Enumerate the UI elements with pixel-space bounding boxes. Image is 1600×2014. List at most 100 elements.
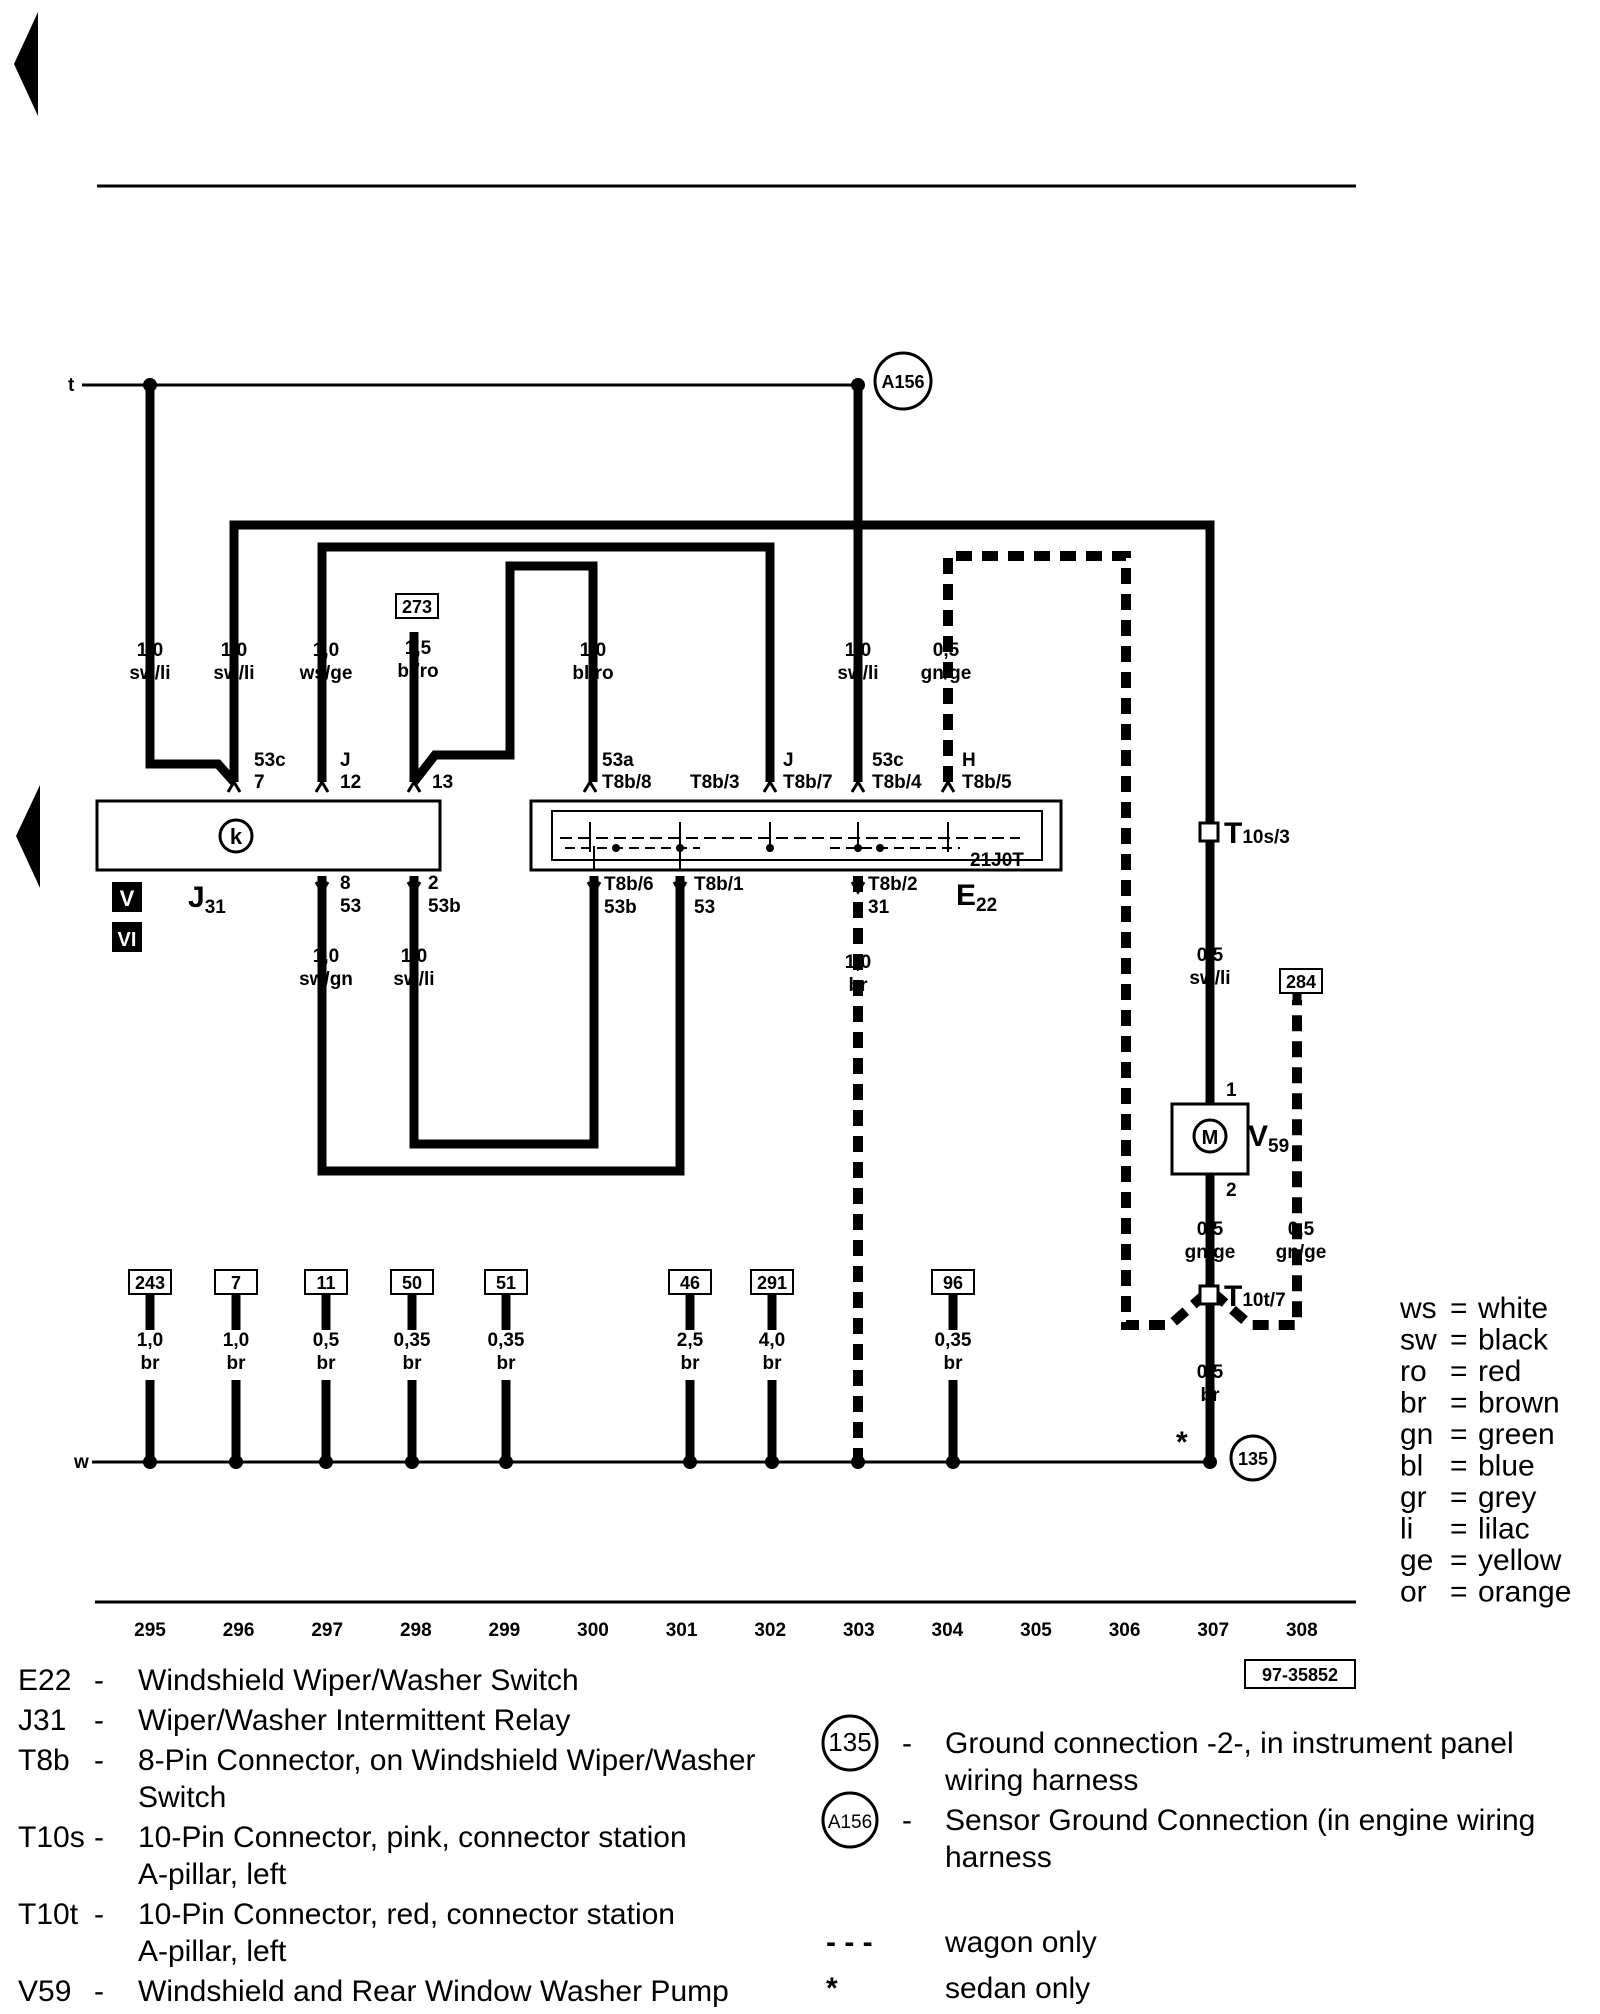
pump-pin-2: 2 xyxy=(1226,1180,1237,1201)
wire-color: ws/ge xyxy=(299,663,353,684)
column-number: 302 xyxy=(754,1620,786,1641)
legend-ground-circle xyxy=(821,1714,879,1772)
wire-size: 0,5 xyxy=(1197,1362,1224,1383)
motor-symbol: M xyxy=(1202,1127,1219,1149)
column-number: 305 xyxy=(1020,1620,1052,1641)
column-number: 304 xyxy=(932,1620,964,1641)
junction-dots xyxy=(143,378,1217,1469)
color-key-eq: = xyxy=(1450,1576,1468,1609)
switch-pin-label: T8b/1 xyxy=(694,874,744,895)
wire-relay-53c xyxy=(145,385,238,785)
color-key-abbr: gr xyxy=(1400,1481,1427,1514)
legend-dash: - xyxy=(94,1664,104,1697)
color-key-eq: = xyxy=(1450,1292,1468,1325)
wire-size: 0,5 xyxy=(1197,945,1224,966)
ref-box: 273 xyxy=(402,597,432,617)
legend-dash: - xyxy=(94,1975,104,2008)
column-number: 300 xyxy=(577,1620,609,1641)
ref-box-frame xyxy=(390,1269,434,1295)
legend-dash: - xyxy=(94,1898,104,1931)
legend-desc: Sensor Ground Connection (in engine wiri… xyxy=(945,1804,1535,1837)
wire-size: 0,35 xyxy=(488,1330,525,1351)
wire-size: 2,5 xyxy=(677,1330,704,1351)
ground-a156-circle xyxy=(873,351,933,411)
switch-pin-label: T8b/2 xyxy=(868,874,918,895)
switch-pin-label: 53c xyxy=(872,750,904,771)
wire-color: bl/ro xyxy=(572,663,613,684)
wire-size: 1,0 xyxy=(401,946,427,967)
switch-nodes xyxy=(612,844,884,852)
color-key-abbr: ws xyxy=(1399,1292,1437,1325)
color-key-name: lilac xyxy=(1478,1513,1530,1546)
previous-section-arrow-icon[interactable] xyxy=(16,785,40,888)
legend-desc: Wiper/Washer Intermittent Relay xyxy=(138,1704,570,1737)
color-key: ws=whitesw=blackro=redbr=browngn=greenbl… xyxy=(1399,1292,1571,1609)
wire-color: br xyxy=(227,1353,247,1374)
column-number: 298 xyxy=(400,1620,432,1641)
legend-note-symbol: - - - xyxy=(826,1926,873,1959)
connector-t10t-label: T10t/7 xyxy=(1224,1280,1286,1313)
wire-relay-13 xyxy=(410,561,598,785)
wire-color: br xyxy=(497,1353,517,1374)
connector-t10s-label: T10s/3 xyxy=(1224,817,1290,850)
previous-page-arrow-icon[interactable] xyxy=(14,12,38,116)
wire-color: sw/gn xyxy=(299,969,353,990)
legend-dash: - xyxy=(94,1744,104,1777)
relay-code: J31 xyxy=(188,881,226,918)
legend-dash: - xyxy=(902,1804,912,1837)
ref-box: 284 xyxy=(1286,972,1316,992)
relay-pin-label: 8 xyxy=(340,873,351,894)
legend-desc: A-pillar, left xyxy=(138,1935,287,1968)
switch-pin-label: T8b/3 xyxy=(690,772,740,793)
wire-color: sw/li xyxy=(213,663,254,684)
junction-dot xyxy=(765,1455,779,1469)
switch-pin-label: T8b/5 xyxy=(962,772,1012,793)
color-key-abbr: li xyxy=(1400,1513,1413,1546)
wire-size: 0,5 xyxy=(1288,1219,1315,1240)
color-key-abbr: bl xyxy=(1400,1450,1423,1483)
junction-dot xyxy=(499,1455,513,1469)
connector-t10s-icon xyxy=(1198,821,1220,843)
wire-relay-8 xyxy=(317,876,685,1176)
legend-desc: Switch xyxy=(138,1781,226,1814)
wire-size: 1,0 xyxy=(137,640,163,661)
switch-pin-label: 53 xyxy=(694,897,715,918)
column-number: 299 xyxy=(489,1620,521,1641)
legend-ground-code: A156 xyxy=(828,1812,872,1833)
color-key-eq: = xyxy=(1450,1418,1468,1451)
column-number: 301 xyxy=(666,1620,698,1641)
relay-pin-label: 53 xyxy=(340,896,361,917)
color-key-name: yellow xyxy=(1478,1544,1562,1577)
wire-color: gn/ge xyxy=(1185,1242,1236,1263)
wire-color: br xyxy=(403,1353,423,1374)
wires-dashed xyxy=(853,551,1302,1462)
sedan-only-marker: * xyxy=(1176,1426,1188,1459)
switch-pin-label: T8b/4 xyxy=(872,772,922,793)
relay-pin-label: J xyxy=(340,750,351,771)
wire-color: br xyxy=(1201,1385,1221,1406)
color-key-eq: = xyxy=(1450,1450,1468,1483)
ref-box: 96 xyxy=(943,1273,963,1293)
legend-desc: wiring harness xyxy=(944,1764,1138,1797)
legend-ground-circle xyxy=(821,1791,879,1849)
legend-code: V59 xyxy=(18,1975,71,2008)
relay-pin-label: 2 xyxy=(428,873,439,894)
switch-pin-label: 53a xyxy=(602,750,634,771)
color-key-name: white xyxy=(1477,1292,1548,1325)
color-key-name: green xyxy=(1478,1418,1555,1451)
wire-color: gn/ge xyxy=(921,663,972,684)
color-key-name: brown xyxy=(1478,1387,1560,1420)
legend-dash: - xyxy=(94,1704,104,1737)
pump-code: V59 xyxy=(1248,1120,1289,1157)
wire-color: br xyxy=(944,1353,964,1374)
switch-pin-label: 53b xyxy=(604,897,637,918)
wire-size: 0,5 xyxy=(1197,1219,1224,1240)
bus-label-t: t xyxy=(68,375,75,396)
wire-size: 1,0 xyxy=(137,1330,163,1351)
wire-size: 1,0 xyxy=(221,640,247,661)
wire-color: br xyxy=(141,1353,161,1374)
wire-color: br xyxy=(763,1353,783,1374)
color-key-name: orange xyxy=(1478,1576,1571,1609)
wire-color: br xyxy=(317,1353,337,1374)
color-key-eq: = xyxy=(1450,1324,1468,1357)
